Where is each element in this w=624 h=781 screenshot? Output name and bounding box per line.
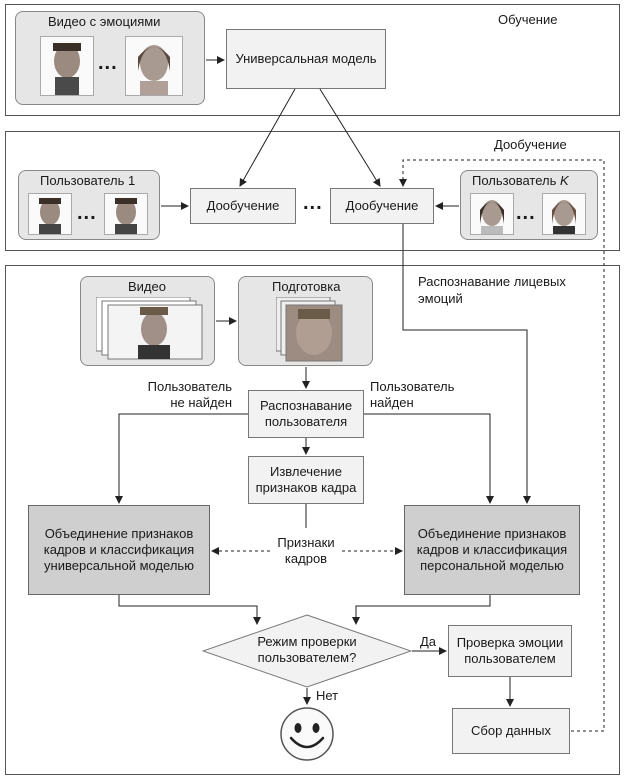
section-title-recognition: Распознавание лицевых эмоций xyxy=(418,274,566,306)
face-photo-icon xyxy=(28,193,72,235)
finetune-right-box: Дообучение xyxy=(330,188,434,224)
universal-model-box: Универсальная модель xyxy=(226,29,386,89)
user-not-found-label: Пользователь не найден xyxy=(147,379,232,410)
face-photo-icon xyxy=(542,193,586,235)
face-crops-icon xyxy=(275,296,346,363)
video-label: Видео xyxy=(128,279,166,294)
arrow-icon xyxy=(115,413,248,504)
face-photo-icon xyxy=(104,193,148,235)
face-photo-icon xyxy=(125,36,183,96)
feature-extraction-box: Извлечение признаков кадра xyxy=(248,456,364,504)
arrow-icon xyxy=(402,224,531,504)
arrow-icon xyxy=(352,595,491,625)
finetune-left-box: Дообучение xyxy=(190,188,296,224)
user-found-label: Пользователь найден xyxy=(370,379,455,410)
video-frames-icon xyxy=(95,296,206,361)
merge-personal-box: Объединение признаков кадров и классифик… xyxy=(404,505,580,595)
smiley-icon xyxy=(279,706,335,762)
ellipsis: ... xyxy=(98,52,118,74)
yes-label: Да xyxy=(420,634,437,649)
arrow-icon xyxy=(118,595,261,625)
face-photo-icon xyxy=(40,36,94,96)
user-k-label-text: Пользователь xyxy=(472,173,560,188)
arrow-icon xyxy=(319,88,381,187)
emotion-check-box: Проверка эмоции пользователем xyxy=(448,625,572,677)
section-title-finetuning: Дообучение xyxy=(494,137,567,152)
no-label: Нет xyxy=(316,688,339,703)
user-k-index: K xyxy=(559,173,569,188)
check-mode-decision xyxy=(201,614,413,688)
user-k-label: Пользователь K xyxy=(472,173,569,189)
ellipsis: ... xyxy=(303,192,323,214)
arrow-icon xyxy=(239,88,296,187)
user-recognition-box: Распознавание пользователя xyxy=(248,390,364,438)
face-photo-icon xyxy=(470,193,514,235)
ellipsis: ... xyxy=(516,202,536,224)
check-mode-label: Режим проверки пользователем? xyxy=(257,634,357,665)
ellipsis: ... xyxy=(77,202,97,224)
arrow-icon xyxy=(399,159,605,732)
section-title-training: Обучение xyxy=(498,12,558,27)
user-1-label: Пользователь 1 xyxy=(40,173,136,188)
frame-features-label: Признаки кадров xyxy=(277,535,335,566)
merge-universal-box: Объединение признаков кадров и классифик… xyxy=(28,505,210,595)
preparation-label: Подготовка xyxy=(272,279,341,294)
arrow-icon xyxy=(364,413,494,504)
data-collection-box: Сбор данных xyxy=(452,708,570,754)
emotion-videos-label: Видео с эмоциями xyxy=(48,14,161,29)
